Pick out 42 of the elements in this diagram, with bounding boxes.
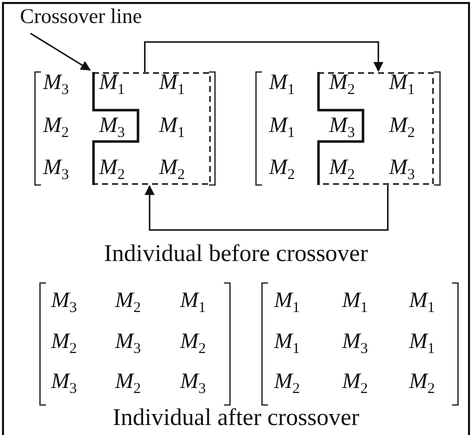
matrix-entry: M$_{2}$ bbox=[329, 154, 355, 186]
matrix-entry: M$_{1}$ bbox=[342, 288, 368, 318]
matrix-entry: M$_{2}$ bbox=[269, 154, 295, 186]
arrow bbox=[144, 41, 384, 72]
matrix-entry: M$_{1}$ bbox=[274, 328, 300, 360]
matrix-entry: M$_{3}$ bbox=[180, 368, 206, 400]
matrix-entry: M$_{3}$ bbox=[51, 288, 77, 318]
matrix-entry: M$_{2}$ bbox=[43, 112, 69, 144]
matrix-entry: M$_{3}$ bbox=[43, 70, 69, 100]
matrix-entry: M$_{2}$ bbox=[274, 368, 300, 400]
matrix-entry: M$_{1}$ bbox=[269, 112, 295, 144]
matrix-entry: M$_{1}$ bbox=[409, 328, 435, 360]
matrix-entry: M$_{3}$ bbox=[329, 112, 355, 144]
matrix-entry: M$_{2}$ bbox=[409, 368, 435, 400]
callout-text: Crossover line bbox=[20, 4, 142, 29]
matrix-entry: M$_{1}$ bbox=[409, 288, 435, 318]
matrix-entry: M$_{2}$ bbox=[115, 288, 141, 318]
matrix-entry: M$_{2}$ bbox=[180, 328, 206, 360]
matrix-entry: M$_{1}$ bbox=[159, 70, 185, 100]
matrix-entry: M$_{3}$ bbox=[43, 154, 69, 186]
matrix-entry: M$_{1}$ bbox=[389, 70, 415, 100]
matrix-entry: M$_{3}$ bbox=[99, 112, 125, 144]
matrix-entry: M$_{1}$ bbox=[274, 288, 300, 318]
matrix-entry: M$_{2}$ bbox=[329, 70, 355, 100]
matrix-entry: M$_{3}$ bbox=[51, 368, 77, 400]
matrix-entry: M$_{2}$ bbox=[389, 112, 415, 144]
caption-text: Individual after crossover bbox=[112, 404, 360, 432]
matrix-entry: M$_{3}$ bbox=[342, 328, 368, 360]
arrow bbox=[30, 32, 91, 71]
matrix-entry: M$_{2}$ bbox=[342, 368, 368, 400]
caption-text: Individual before crossover bbox=[104, 240, 368, 268]
matrix-entry: M$_{3}$ bbox=[115, 328, 141, 360]
matrix-entry: M$_{2}$ bbox=[115, 368, 141, 400]
matrix-entry: M$_{2}$ bbox=[159, 154, 185, 186]
matrix-entry: M$_{2}$ bbox=[51, 328, 77, 360]
matrix-entry: M$_{1}$ bbox=[180, 288, 206, 318]
matrix-entry: M$_{2}$ bbox=[99, 154, 125, 186]
matrix-entry: M$_{1}$ bbox=[99, 70, 125, 100]
matrix-entry: M$_{3}$ bbox=[389, 154, 415, 186]
matrix-entry: M$_{1}$ bbox=[269, 70, 295, 100]
arrow bbox=[144, 185, 389, 231]
matrix-entry: M$_{1}$ bbox=[159, 112, 185, 144]
